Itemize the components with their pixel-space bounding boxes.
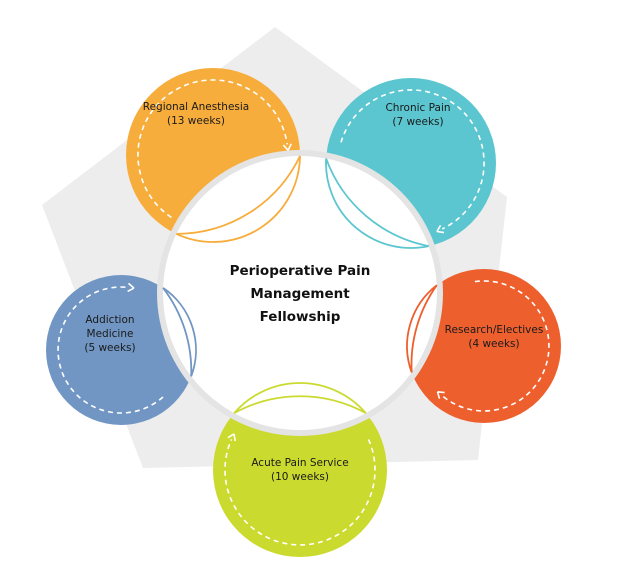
petal-addiction-medicine-arrowhead [127, 282, 135, 293]
center-title: Perioperative Pain Management Fellowship [230, 263, 371, 325]
petal-acute-pain-service-label-line-2: (10 weeks) [271, 471, 329, 483]
petal-research-electives-label-line-2: (4 weeks) [468, 338, 519, 350]
petal-chronic-pain-dashed-arrow [340, 89, 485, 230]
petal-regional-anesthesia-dashed-arrow [137, 79, 288, 219]
petal-chronic-pain-label-line-1: Chronic Pain [385, 102, 450, 114]
petal-addiction-medicine-label-line-2: Medicine [87, 328, 134, 340]
petal-research-electives-circle [407, 269, 561, 423]
petal-regional-anesthesia-label-line-2: (13 weeks) [167, 115, 225, 127]
lens-regional-anesthesia [176, 155, 301, 243]
center-title-line-1: Perioperative Pain [230, 263, 371, 279]
center-title-line-2: Management [250, 286, 350, 302]
center-title-line-3: Fellowship [260, 309, 341, 325]
petal-addiction-medicine-dashed-arrow [57, 286, 164, 414]
petal-acute-pain-service-arrowhead [227, 433, 236, 442]
petal-regional-anesthesia-arrowhead [282, 143, 292, 151]
petal-research-electives-dashed-arrow [441, 280, 550, 412]
petal-acute-pain-service-dashed-arrow [224, 439, 376, 546]
petal-acute-pain-service-label-line-1: Acute Pain Service [251, 457, 348, 469]
petal-research-electives-arrowhead [436, 391, 445, 399]
petal-chronic-pain-arrowhead [436, 224, 445, 234]
lens-research-electives [406, 284, 438, 373]
lens-acute-pain-service [233, 382, 367, 414]
petal-chronic-pain-label-line-2: (7 weeks) [392, 116, 443, 128]
label-layer: Regional Anesthesia (13 weeks) Chronic Pai… [84, 101, 543, 483]
petal-research-electives-label-line-1: Research/Electives [445, 324, 544, 336]
petal-addiction-medicine-label-line-1: Addiction [85, 314, 134, 326]
petal-research-electives [407, 269, 561, 423]
lens-chronic-pain [325, 158, 429, 249]
petal-regional-anesthesia-label-line-1: Regional Anesthesia [143, 101, 249, 113]
lens-layer [162, 155, 438, 414]
lens-addiction-medicine [162, 287, 197, 377]
petal-addiction-medicine-label-line-3: (5 weeks) [84, 342, 135, 354]
